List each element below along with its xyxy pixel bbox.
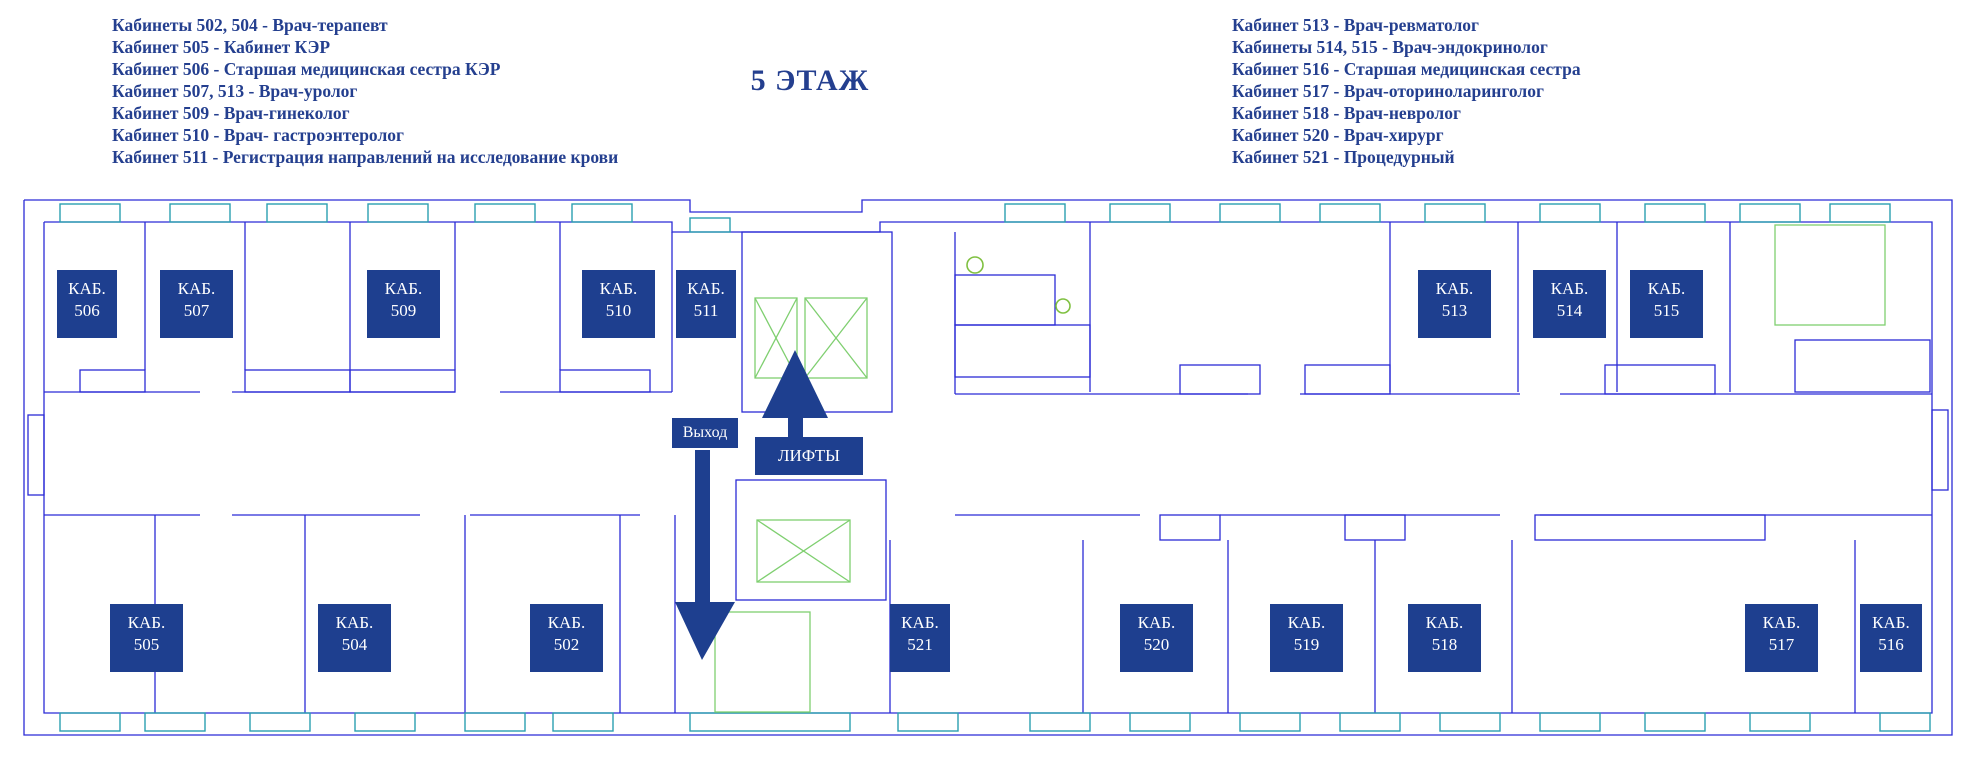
room-517: КАБ. 517: [1745, 604, 1818, 672]
room-number: 504: [341, 635, 368, 654]
room-number: 517: [1768, 635, 1795, 654]
room-prefix: КАБ.: [68, 279, 106, 298]
legend-right: Кабинет 513 - Врач-ревматолог Кабинеты 5…: [1232, 14, 1581, 168]
toilet-icons: [966, 256, 1071, 314]
legend-item: Кабинеты 502, 504 - Врач-терапевт: [112, 15, 388, 35]
room-prefix: КАБ.: [599, 279, 638, 298]
room-number: 513: [1441, 301, 1468, 320]
legend-item: Кабинет 513 - Врач-ревматолог: [1232, 15, 1479, 35]
room-prefix: КАБ.: [127, 613, 166, 632]
legend-item: Кабинет 511 - Регистрация направлений на…: [112, 147, 619, 167]
room-number: 519: [1293, 635, 1320, 654]
room-number: 514: [1556, 301, 1583, 320]
room-prefix: КАБ.: [177, 279, 216, 298]
lifts-label: ЛИФТЫ: [755, 437, 863, 475]
room-514: КАБ. 514: [1533, 270, 1606, 338]
legend-item: Кабинет 521 - Процедурный: [1232, 147, 1455, 167]
lifts-arrow-icon: [762, 350, 828, 445]
legend-item: Кабинет 520 - Врач-хирург: [1232, 125, 1444, 145]
room-number: 520: [1143, 635, 1170, 654]
room-prefix: КАБ.: [1287, 613, 1326, 632]
windows: [59, 203, 1931, 732]
legend-item: Кабинет 518 - Врач-невролог: [1232, 103, 1461, 123]
legend-item: Кабинеты 514, 515 - Врач-эндокринолог: [1232, 37, 1548, 57]
room-515: КАБ. 515: [1630, 270, 1703, 338]
room-number: 506: [74, 301, 100, 320]
walls: [23, 199, 1953, 736]
legend-item: Кабинет 507, 513 - Врач-уролог: [112, 81, 358, 101]
room-509: КАБ. 509: [367, 270, 440, 338]
room-511: КАБ. 511: [676, 270, 736, 338]
room-number: 518: [1431, 635, 1458, 654]
room-521: КАБ. 521: [890, 604, 950, 672]
room-prefix: КАБ.: [335, 613, 374, 632]
room-number: 511: [693, 301, 719, 320]
room-513: КАБ. 513: [1418, 270, 1491, 338]
room-prefix: КАБ.: [1550, 279, 1589, 298]
room-518: КАБ. 518: [1408, 604, 1481, 672]
room-505: КАБ. 505: [110, 604, 183, 672]
room-number: 502: [553, 635, 580, 654]
legend-item: Кабинет 505 - Кабинет КЭР: [112, 37, 331, 57]
arrows: [675, 350, 828, 660]
room-prefix: КАБ.: [687, 279, 725, 298]
room-prefix: КАБ.: [1647, 279, 1686, 298]
legend-left: Кабинеты 502, 504 - Врач-терапевт Кабине…: [112, 14, 618, 168]
room-number: 521: [907, 635, 933, 654]
room-519: КАБ. 519: [1270, 604, 1343, 672]
room-prefix: КАБ.: [1137, 613, 1176, 632]
room-506: КАБ. 506: [57, 270, 117, 338]
lifts-stairs: [714, 224, 1886, 713]
exit-arrow-icon: [675, 450, 735, 660]
legend-item: Кабинет 517 - Врач-оториноларинголог: [1232, 81, 1544, 101]
exit-label: Выход: [672, 418, 738, 448]
room-516: КАБ. 516: [1860, 604, 1922, 672]
room-number: 510: [605, 301, 632, 320]
room-prefix: КАБ.: [1425, 613, 1464, 632]
room-number: 515: [1653, 301, 1680, 320]
room-prefix: КАБ.: [901, 613, 939, 632]
room-prefix: КАБ.: [1435, 279, 1474, 298]
room-prefix: КАБ.: [384, 279, 423, 298]
room-507: КАБ. 507: [160, 270, 233, 338]
room-prefix: КАБ.: [1872, 613, 1910, 632]
legend-item: Кабинет 509 - Врач-гинеколог: [112, 103, 350, 123]
room-number: 507: [183, 301, 210, 320]
room-prefix: КАБ.: [1762, 613, 1801, 632]
legend-item: Кабинет 506 - Старшая медицинская сестра…: [112, 59, 501, 79]
floor-title: 5 ЭТАЖ: [750, 64, 870, 97]
room-number: 516: [1878, 635, 1904, 654]
legend-item: Кабинет 510 - Врач- гастроэнтеролог: [112, 125, 404, 145]
room-504: КАБ. 504: [318, 604, 391, 672]
room-number: 505: [133, 635, 160, 654]
room-number: 509: [390, 301, 417, 320]
room-502: КАБ. 502: [530, 604, 603, 672]
legend-item: Кабинет 516 - Старшая медицинская сестра: [1232, 59, 1581, 79]
room-510: КАБ. 510: [582, 270, 655, 338]
room-520: КАБ. 520: [1120, 604, 1193, 672]
room-prefix: КАБ.: [547, 613, 586, 632]
